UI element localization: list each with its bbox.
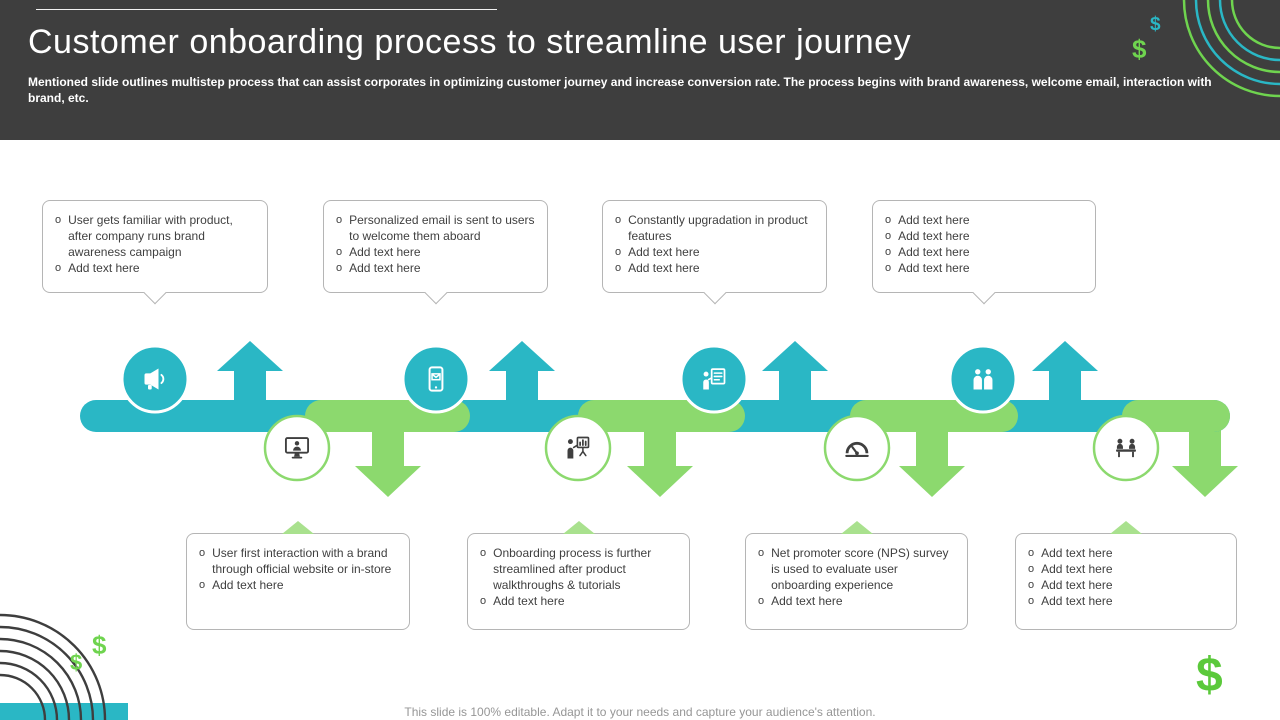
dollar-sign: $	[1196, 649, 1223, 702]
gauge-icon	[837, 428, 877, 468]
bullet-item: Add text here	[1028, 545, 1228, 561]
monitor-user-icon	[277, 428, 317, 468]
team-icon	[963, 359, 1003, 399]
callout-pointer	[840, 521, 873, 534]
bullet-list: Constantly upgradation in product featur…	[615, 212, 818, 276]
footer-note: This slide is 100% editable. Adapt it to…	[404, 705, 876, 719]
callout-pointer	[562, 521, 595, 534]
callout-placeholder-bottom: Add text here Add text here Add text her…	[1015, 521, 1237, 630]
bullet-item: Add text here	[336, 260, 539, 276]
presentation-checklist-icon	[694, 359, 734, 399]
top-node-circles	[120, 344, 1018, 414]
callout-pointer	[703, 281, 726, 304]
callout-brand-awareness: User gets familiar with product, after c…	[42, 200, 268, 304]
mobile-email-icon	[416, 359, 456, 399]
callout-pointer	[972, 281, 996, 304]
bullet-item: Add text here	[480, 593, 681, 609]
bullet-item: Add text here	[885, 244, 1087, 260]
bullet-item: User first interaction with a brand thro…	[199, 545, 401, 577]
dollar-sign: $	[1132, 34, 1147, 64]
callout-product-upgrades: Constantly upgradation in product featur…	[602, 200, 827, 304]
callout-walkthroughs: Onboarding process is further streamline…	[467, 521, 690, 630]
meeting-icon	[1106, 428, 1146, 468]
corner-decoration-bottom-left: $ $	[0, 613, 128, 720]
callout-pointer	[424, 281, 447, 304]
bullet-item: Add text here	[199, 577, 401, 593]
callout-pointer	[143, 281, 167, 304]
bullet-item: User gets familiar with product, after c…	[55, 212, 259, 260]
bullet-item: Add text here	[885, 212, 1087, 228]
bullet-item: Add text here	[1028, 561, 1228, 577]
callout-pointer	[1110, 521, 1142, 534]
corner-decoration-top-right: $ $	[1132, 0, 1280, 98]
bullet-list: Add text here Add text here Add text her…	[885, 212, 1087, 276]
corner-teal-bar	[0, 703, 128, 720]
bullet-item: Constantly upgradation in product featur…	[615, 212, 818, 244]
dollar-sign: $	[1150, 14, 1161, 35]
bullet-item: Personalized email is sent to users to w…	[336, 212, 539, 244]
megaphone-icon	[135, 359, 175, 399]
up-arrows	[217, 341, 1098, 412]
bullet-item: Add text here	[1028, 577, 1228, 593]
bullet-list: Onboarding process is further streamline…	[480, 545, 681, 609]
corner-arcs	[1182, 0, 1280, 98]
bullet-list: Net promoter score (NPS) survey is used …	[758, 545, 959, 609]
bullet-list: User first interaction with a brand thro…	[199, 545, 401, 593]
presenter-chart-icon	[558, 428, 598, 468]
corner-arcs	[0, 613, 107, 720]
callout-first-interaction: User first interaction with a brand thro…	[186, 521, 410, 630]
bullet-list: User gets familiar with product, after c…	[55, 212, 259, 276]
bullet-list: Add text here Add text here Add text her…	[1028, 545, 1228, 609]
callout-welcome-email: Personalized email is sent to users to w…	[323, 200, 548, 304]
bullet-item: Add text here	[615, 260, 818, 276]
callout-placeholder-top: Add text here Add text here Add text her…	[872, 200, 1096, 304]
header-divider-line	[36, 9, 497, 10]
page-subtitle: Mentioned slide outlines multistep proce…	[28, 75, 1212, 105]
bullet-item: Add text here	[1028, 593, 1228, 609]
callout-nps-survey: Net promoter score (NPS) survey is used …	[745, 521, 968, 630]
page-title: Customer onboarding process to streamlin…	[28, 23, 912, 61]
dollar-sign: $	[92, 630, 107, 660]
bullet-item: Net promoter score (NPS) survey is used …	[758, 545, 959, 593]
bullet-item: Add text here	[615, 244, 818, 260]
bullet-item: Add text here	[336, 244, 539, 260]
header: Customer onboarding process to streamlin…	[0, 0, 1280, 140]
bullet-list: Personalized email is sent to users to w…	[336, 212, 539, 276]
bullet-item: Add text here	[885, 260, 1087, 276]
bullet-item: Add text here	[758, 593, 959, 609]
callout-pointer	[282, 521, 314, 534]
bullet-item: Onboarding process is further streamline…	[480, 545, 681, 593]
bullet-item: Add text here	[885, 228, 1087, 244]
bullet-item: Add text here	[55, 260, 259, 276]
process-ribbon	[80, 341, 1238, 497]
dollar-sign: $	[70, 650, 82, 675]
